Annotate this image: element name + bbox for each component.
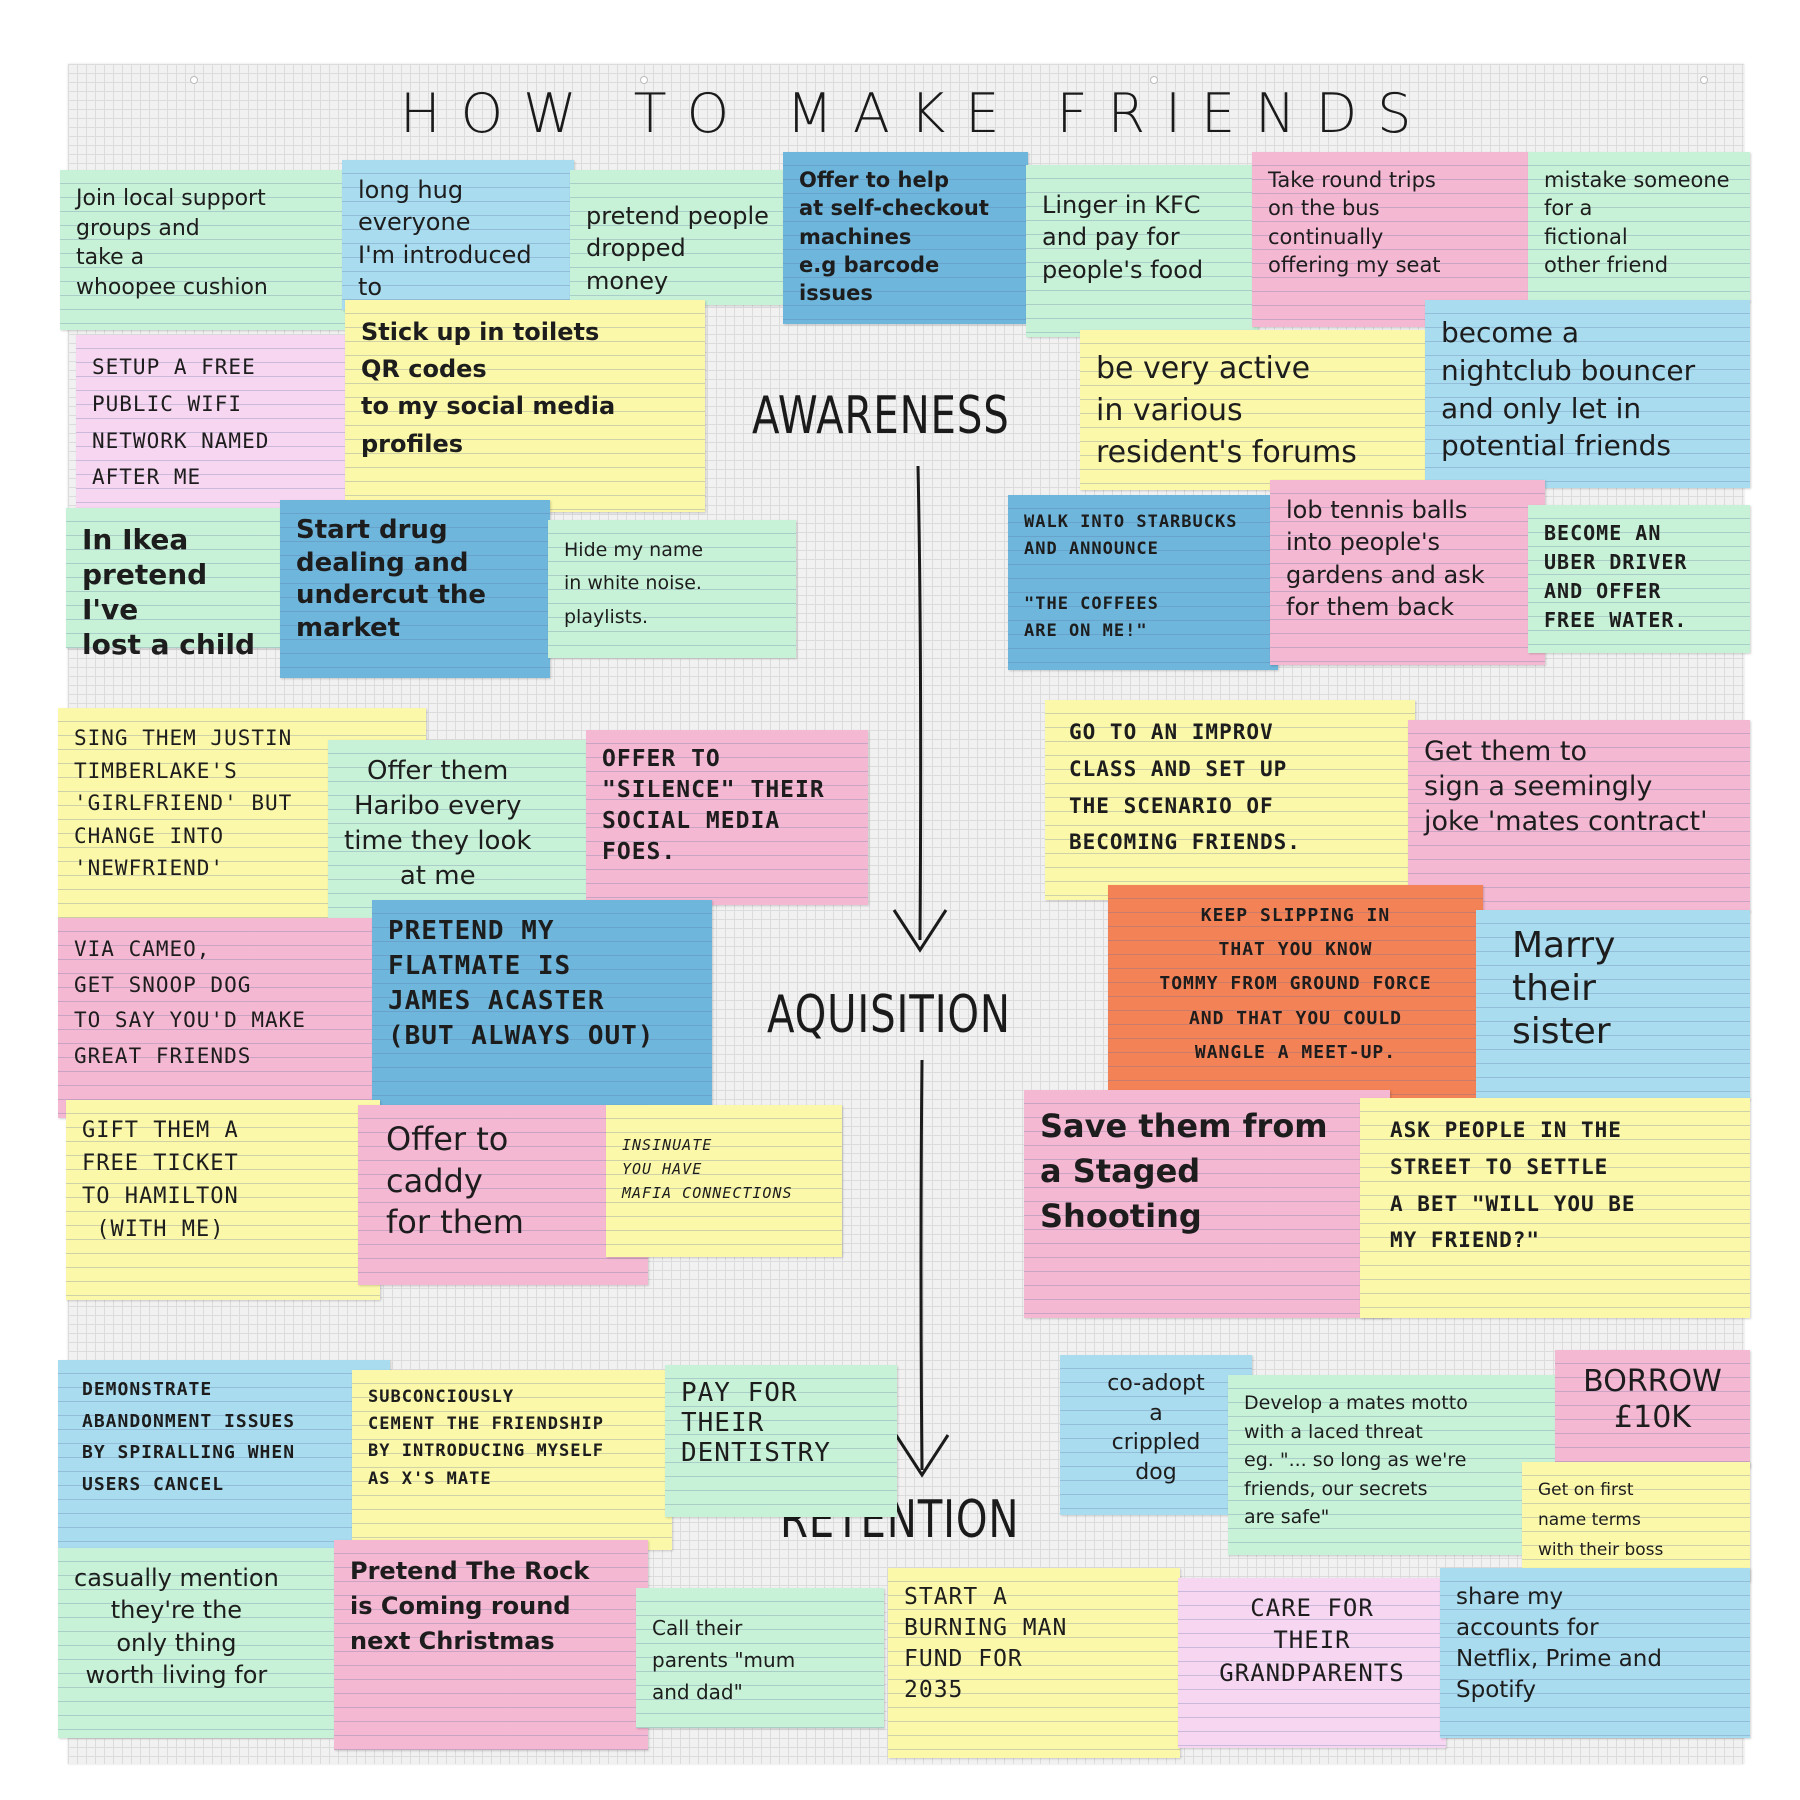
- sticky-note: long hug everyone I'm introduced to: [342, 160, 574, 310]
- flow-arrow: [892, 465, 950, 1478]
- sticky-note: VIA CAMEO, GET SNOOP DOG TO SAY YOU'D MA…: [58, 918, 376, 1118]
- sticky-note: Offer to caddy for them: [358, 1105, 648, 1285]
- stage-aquisition: AQUISITION: [767, 985, 1011, 1045]
- sticky-note: START A BURNING MAN FUND FOR 2035: [888, 1568, 1180, 1758]
- sticky-note: OFFER TO "SILENCE" THEIR SOCIAL MEDIA FO…: [586, 730, 868, 905]
- sticky-note: Get them to sign a seemingly joke 'mates…: [1408, 720, 1750, 912]
- sticky-note: GO TO AN IMPROV CLASS AND SET UP THE SCE…: [1045, 700, 1415, 900]
- sticky-note: INSINUATE YOU HAVE MAFIA connections: [606, 1105, 842, 1257]
- page-title: HOW TO MAKE FRIENDS: [400, 82, 1432, 145]
- sticky-note: be very active in various resident's for…: [1080, 330, 1430, 490]
- sticky-note: mistake someone for a fictional other fr…: [1528, 152, 1750, 302]
- sticky-note: Save them from a Staged Shooting: [1024, 1090, 1390, 1318]
- sticky-note: become a nightclub bouncer and only let …: [1425, 300, 1750, 488]
- punch-hole: [1700, 76, 1708, 84]
- sticky-note: Start drug dealing and undercut the mark…: [280, 500, 550, 678]
- sticky-note: casually mention they're the only thing …: [58, 1548, 340, 1738]
- sticky-note: lob tennis balls into people's gardens a…: [1270, 480, 1545, 665]
- sticky-note: pretend people dropped money: [570, 170, 785, 305]
- sticky-note: Stick up in toilets QR codes to my socia…: [345, 300, 705, 512]
- sticky-note: Call their parents "mum and dad": [636, 1588, 884, 1728]
- sticky-note: BORROW £10K: [1555, 1350, 1750, 1468]
- sticky-note: PRETEND MY FLATMATE IS JAMES ACASTER (BU…: [372, 900, 712, 1108]
- punch-hole: [640, 76, 648, 84]
- sticky-note: CARE FOR THEIR GRANDPARENTS: [1178, 1578, 1446, 1748]
- sticky-note: Develop a mates motto with a laced threa…: [1228, 1375, 1558, 1555]
- sticky-note: WALK INTO STARBUCKS AND ANNOUNCE "THE CO…: [1008, 495, 1278, 670]
- sticky-note: ASK PEOPLE IN THE STREET TO SETTLE A BET…: [1360, 1098, 1750, 1318]
- sticky-note: Pretend The Rock is Coming round next Ch…: [334, 1540, 648, 1750]
- stage-awareness: AWARENESS: [752, 386, 1010, 446]
- sticky-note: KEEP SLIPPING IN THAT YOU KNOW TOMMY FRO…: [1108, 885, 1483, 1110]
- sticky-note: share my accounts for Netflix, Prime and…: [1440, 1568, 1750, 1738]
- punch-hole: [1150, 76, 1158, 84]
- sticky-note: co-adopt a crippled dog: [1060, 1355, 1252, 1515]
- sticky-note: DEMONSTRATE ABANDONMENT ISSUES BY SPIRAL…: [58, 1360, 390, 1550]
- sticky-note: GIFT THEM A FREE TICKET TO HAMILTON (wit…: [66, 1100, 380, 1300]
- sticky-note: In Ikea pretend I've lost a child: [66, 508, 286, 661]
- sticky-note: SUBCONCIOUSLY CEMENT THE FRIENDSHIP BY I…: [352, 1370, 672, 1550]
- punch-hole: [190, 76, 198, 84]
- sticky-note: Offer to help at self-checkout machines …: [783, 152, 1028, 324]
- sticky-note: Take round trips on the bus continually …: [1252, 152, 1530, 327]
- sticky-note: Join local support groups and take a who…: [60, 170, 345, 330]
- sticky-note: SETUP A FREE PUBLIC WIFI NETWORK NAMED A…: [76, 335, 356, 513]
- sticky-note: Hide my name in white noise. playlists.: [548, 520, 796, 658]
- sticky-note: BECOME AN UBER DRIVER AND OFFER FREE WAT…: [1528, 505, 1750, 653]
- sticky-note: PAY FOR THEIR DENTISTRY: [665, 1365, 897, 1517]
- sticky-note: Offer them Haribo every time they look a…: [328, 740, 588, 930]
- sticky-note: Marry their sister: [1476, 910, 1750, 1100]
- sticky-note: Linger in KFC and pay for people's food: [1026, 165, 1258, 337]
- sticky-note: Get on first name terms with their boss: [1522, 1462, 1750, 1582]
